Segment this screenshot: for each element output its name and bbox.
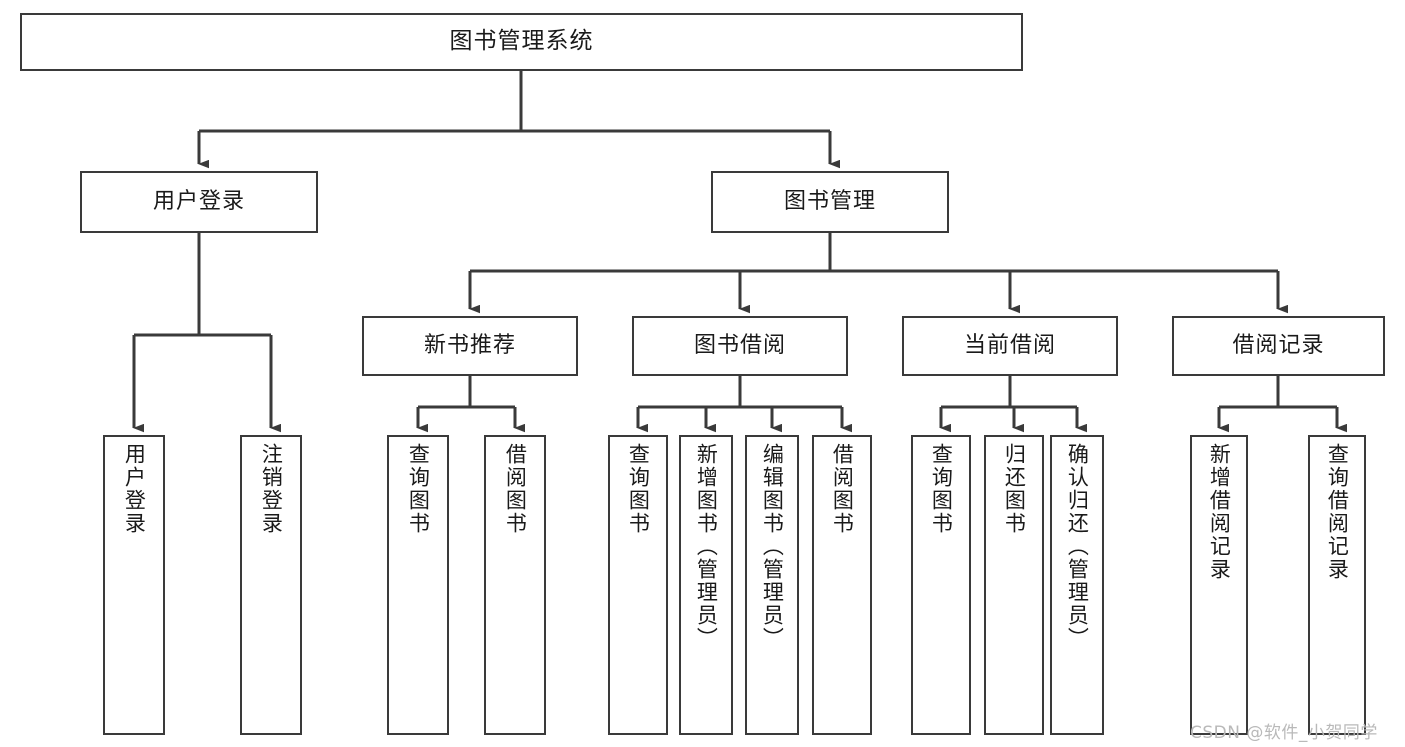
node-leaf-query-book-current[interactable]: 查询图书 (911, 435, 971, 735)
node-leaf-borrow-book-borrow[interactable]: 借阅图书 (812, 435, 872, 735)
node-leaf-edit-book-admin[interactable]: 编辑图书（管理员） (745, 435, 799, 735)
node-leaf-add-borrow-record-label: 新增借阅记录 (1207, 443, 1232, 581)
node-root[interactable]: 图书管理系统 (20, 13, 1023, 71)
node-leaf-confirm-return-admin-label: 确认归还（管理员） (1065, 443, 1090, 650)
csdn-watermark: CSDN @软件_小贺同学 (1190, 723, 1378, 743)
node-root-label: 图书管理系统 (449, 28, 594, 55)
node-borrow-record-label: 借阅记录 (1232, 332, 1325, 358)
node-leaf-query-book-recommendation-label: 查询图书 (406, 443, 431, 535)
node-book-borrow[interactable]: 图书借阅 (632, 316, 848, 376)
node-user-login-label: 用户登录 (152, 188, 245, 214)
node-leaf-borrow-book-recommendation-label: 借阅图书 (503, 443, 528, 535)
node-leaf-add-book-admin[interactable]: 新增图书（管理员） (679, 435, 733, 735)
node-leaf-return-book[interactable]: 归还图书 (984, 435, 1044, 735)
node-leaf-add-book-admin-label: 新增图书（管理员） (694, 443, 719, 650)
node-book-borrow-label: 图书借阅 (693, 332, 786, 358)
node-leaf-return-book-label: 归还图书 (1002, 443, 1027, 535)
node-leaf-query-book-borrow[interactable]: 查询图书 (608, 435, 668, 735)
node-leaf-query-book-current-label: 查询图书 (929, 443, 954, 535)
node-leaf-user-login[interactable]: 用户登录 (103, 435, 165, 735)
node-current-borrow[interactable]: 当前借阅 (902, 316, 1118, 376)
node-leaf-borrow-book-recommendation[interactable]: 借阅图书 (484, 435, 546, 735)
node-leaf-user-login-label: 用户登录 (122, 443, 147, 535)
node-book-manage[interactable]: 图书管理 (711, 171, 949, 233)
node-leaf-query-borrow-record[interactable]: 查询借阅记录 (1308, 435, 1366, 735)
node-leaf-user-logout[interactable]: 注销登录 (240, 435, 302, 735)
node-leaf-confirm-return-admin[interactable]: 确认归还（管理员） (1050, 435, 1104, 735)
node-leaf-edit-book-admin-label: 编辑图书（管理员） (760, 443, 785, 650)
node-user-login[interactable]: 用户登录 (80, 171, 318, 233)
node-leaf-add-borrow-record[interactable]: 新增借阅记录 (1190, 435, 1248, 735)
node-leaf-query-borrow-record-label: 查询借阅记录 (1325, 443, 1350, 581)
node-current-borrow-label: 当前借阅 (963, 332, 1056, 358)
node-new-book-recommendation[interactable]: 新书推荐 (362, 316, 578, 376)
node-leaf-user-logout-label: 注销登录 (259, 443, 284, 535)
node-new-book-recommendation-label: 新书推荐 (423, 332, 516, 358)
node-leaf-query-book-recommendation[interactable]: 查询图书 (387, 435, 449, 735)
node-leaf-query-book-borrow-label: 查询图书 (626, 443, 651, 535)
node-leaf-borrow-book-borrow-label: 借阅图书 (830, 443, 855, 535)
node-book-manage-label: 图书管理 (783, 188, 876, 214)
node-borrow-record[interactable]: 借阅记录 (1172, 316, 1385, 376)
